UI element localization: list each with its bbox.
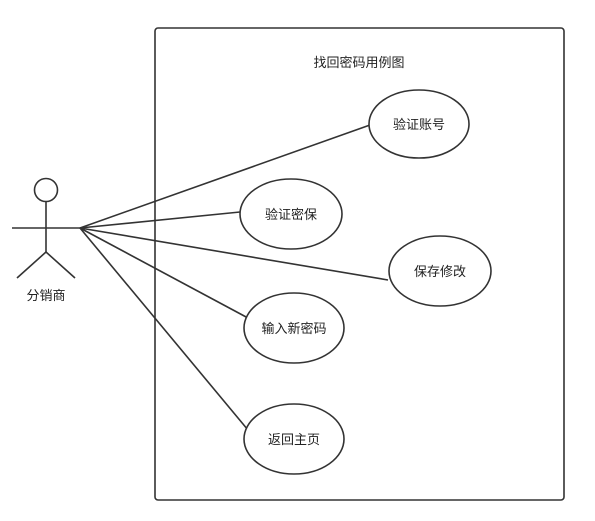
actor-distributor <box>12 177 80 279</box>
use-case-enter-new-password: 输入新密码 <box>243 292 345 364</box>
use-case-ellipse <box>243 403 345 475</box>
actor-left-leg <box>16 251 47 279</box>
use-case-ellipse <box>388 235 492 307</box>
system-boundary <box>154 27 565 501</box>
use-case-label: 保存修改 <box>414 265 466 280</box>
use-case-label: 验证账号 <box>393 117 445 133</box>
associations <box>79 124 389 431</box>
use-case-label: 返回主页 <box>268 433 320 448</box>
actor-head <box>33 177 59 203</box>
use-case-verify-security: 验证密保 <box>239 178 343 250</box>
actor-right-leg <box>45 251 76 279</box>
use-case-ellipse <box>368 89 470 159</box>
use-case-label: 输入新密码 <box>261 321 326 337</box>
association-verify-security <box>79 211 241 229</box>
association-save-changes <box>79 227 389 281</box>
association-enter-new-password <box>79 227 249 319</box>
actor-label: 分销商 <box>26 289 65 304</box>
use-case-return-home: 返回主页 <box>243 403 345 475</box>
use-case-save-changes: 保存修改 <box>388 235 492 307</box>
use-case-label: 验证密保 <box>265 207 317 223</box>
use-case-ellipse <box>239 178 343 250</box>
use-case-verify-account: 验证账号 <box>368 89 470 159</box>
association-return-home <box>79 227 249 431</box>
use-case-ellipse <box>243 292 345 364</box>
association-verify-account <box>79 124 371 229</box>
system-title: 找回密码用例图 <box>313 55 404 71</box>
